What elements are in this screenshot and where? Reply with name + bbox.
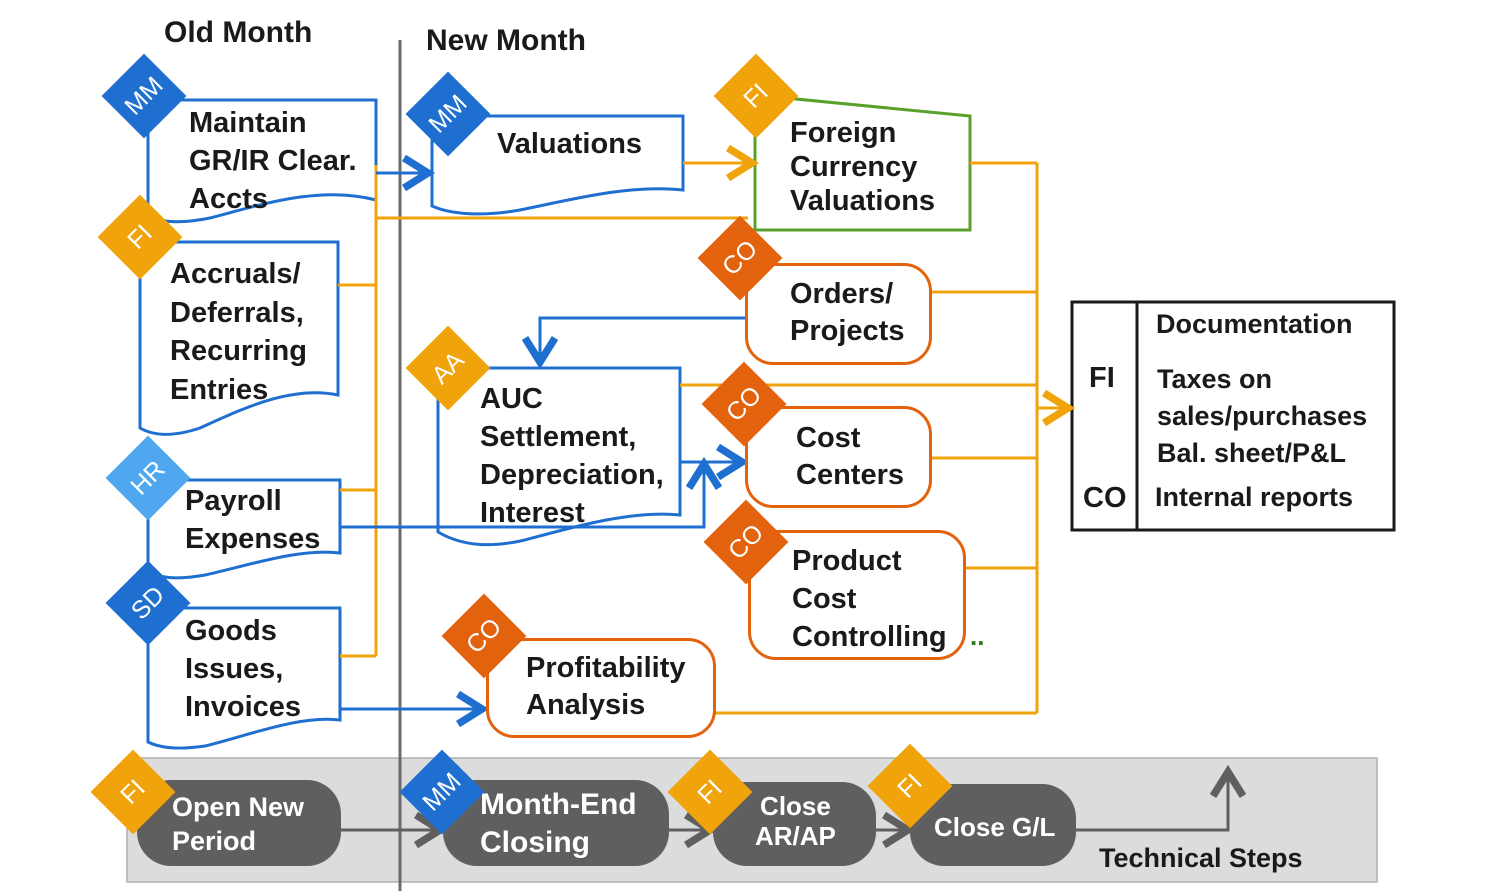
technical-steps-label: Technical Steps [1099, 843, 1303, 873]
box-product-cost [748, 530, 966, 660]
box-orders-projects [745, 263, 932, 365]
step-month-end-closing-label: Month-End Closing [480, 788, 637, 859]
old-month-header: Old Month [164, 16, 313, 49]
product-cost-ellipsis: .. [970, 621, 985, 651]
doc-shape-auc [436, 366, 682, 547]
gr-ir-label: Maintain GR/IR Clear. Accts [189, 107, 357, 215]
blue-connectors [340, 173, 745, 709]
orange-connectors [338, 163, 1068, 715]
profitability-label: Profitability Analysis [526, 652, 686, 721]
payroll-label: Payroll Expenses [185, 485, 321, 555]
new-month-header: New Month [426, 24, 586, 57]
orders-label: Orders/ Projects [790, 278, 905, 347]
accruals-label: Accruals/ Deferrals, Recurring Entries [170, 258, 307, 406]
step-close-gl-label: Close G/L [934, 812, 1056, 842]
doc-co-items: Internal reports [1155, 482, 1354, 512]
documentation-box [1070, 300, 1396, 532]
cost-centers-label: Cost Centers [796, 422, 904, 491]
foreign-currency-label: Foreign Currency Valuations [790, 117, 936, 217]
product-cost-label: Product Cost Controlling [792, 545, 947, 653]
gray-step-connectors [340, 772, 1228, 830]
doc-fi-label: FI [1089, 362, 1115, 394]
goods-label: Goods Issues, Invoices [185, 615, 302, 723]
shape-foreign-currency [753, 93, 972, 232]
box-profitability [486, 638, 716, 738]
valuations-label: Valuations [497, 128, 643, 160]
auc-label: AUC Settlement, Depreciation, Interest [480, 383, 664, 529]
doc-shape-valuations [430, 114, 685, 216]
doc-co-label: CO [1083, 482, 1127, 514]
box-cost-centers [745, 406, 932, 508]
doc-fi-items: Taxes on sales/purchases Bal. sheet/P&L [1157, 364, 1368, 468]
step-close-ar-ap-label: Close AR/AP [755, 791, 836, 851]
step-open-new-period-label: Open New Period [172, 792, 305, 856]
doc-shape-accruals [138, 240, 340, 436]
documentation-title: Documentation [1156, 309, 1353, 339]
doc-shape-goods [146, 606, 342, 750]
